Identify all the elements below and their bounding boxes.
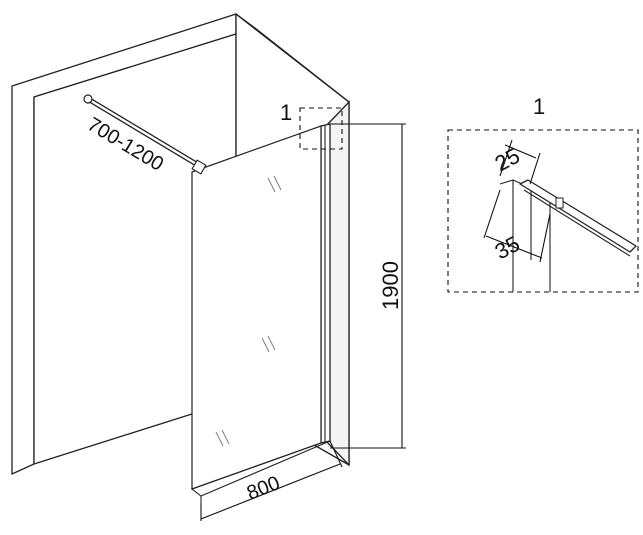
glass-panel — [190, 125, 331, 505]
height-dimension — [330, 123, 406, 449]
detail-title: 1 — [533, 94, 545, 119]
detail-top-dimension: 25 — [491, 143, 524, 177]
width-label: 800 — [244, 472, 283, 504]
stabilizer-rod — [83, 94, 207, 175]
detail-view: 1 — [447, 94, 639, 293]
detail-frame — [447, 129, 639, 293]
width-dimension — [200, 440, 343, 521]
height-label: 1900 — [378, 261, 403, 310]
callout-number: 1 — [280, 100, 292, 125]
detail-bottom-dimension: 35 — [491, 231, 524, 265]
wall-profile — [320, 123, 331, 444]
callout-box — [299, 107, 343, 150]
